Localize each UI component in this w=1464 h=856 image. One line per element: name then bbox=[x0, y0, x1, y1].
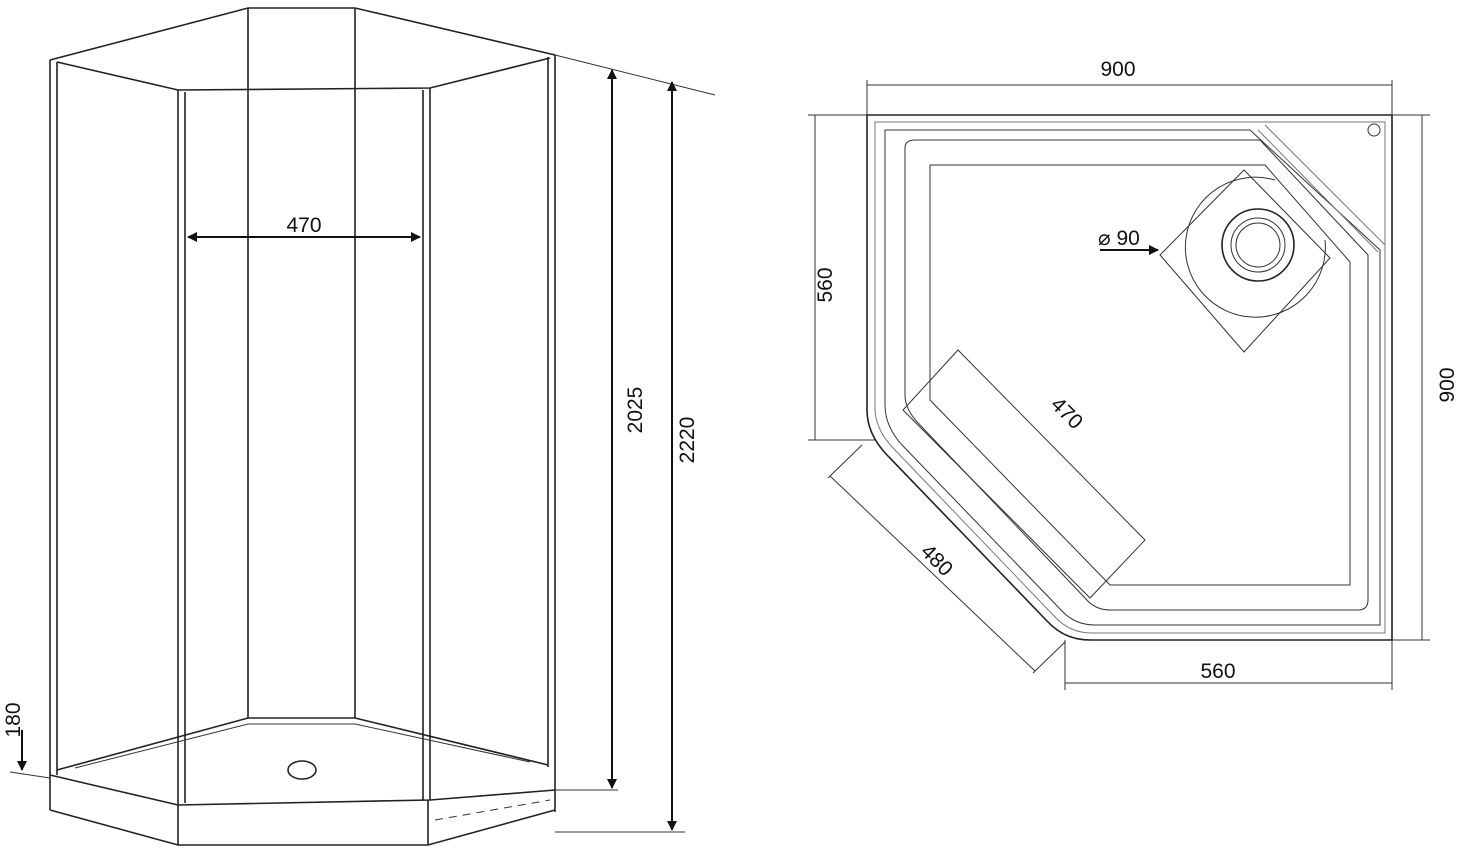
tray-height-dimension: 180 bbox=[2, 702, 25, 737]
drain-diameter-label: ⌀ 90 bbox=[1098, 227, 1140, 250]
inner-height-dimension: 2025 bbox=[624, 387, 647, 434]
diagonal-label: 480 bbox=[916, 540, 957, 581]
width-dimension: 470 bbox=[286, 214, 321, 237]
perspective-view: 470 2025 2220 180 bbox=[2, 7, 716, 846]
top-width-label: 900 bbox=[1100, 58, 1135, 81]
door-width-label: 470 bbox=[1046, 393, 1087, 434]
drain-icon bbox=[1221, 208, 1295, 282]
left-side-label: 560 bbox=[814, 267, 837, 302]
drain-icon bbox=[287, 760, 317, 780]
top-view: ⌀ 90 470 900 900 560 560 480 bbox=[808, 58, 1459, 690]
bottom-side-label: 560 bbox=[1200, 660, 1235, 683]
right-height-label: 900 bbox=[1436, 367, 1459, 402]
total-height-dimension: 2220 bbox=[676, 417, 699, 464]
